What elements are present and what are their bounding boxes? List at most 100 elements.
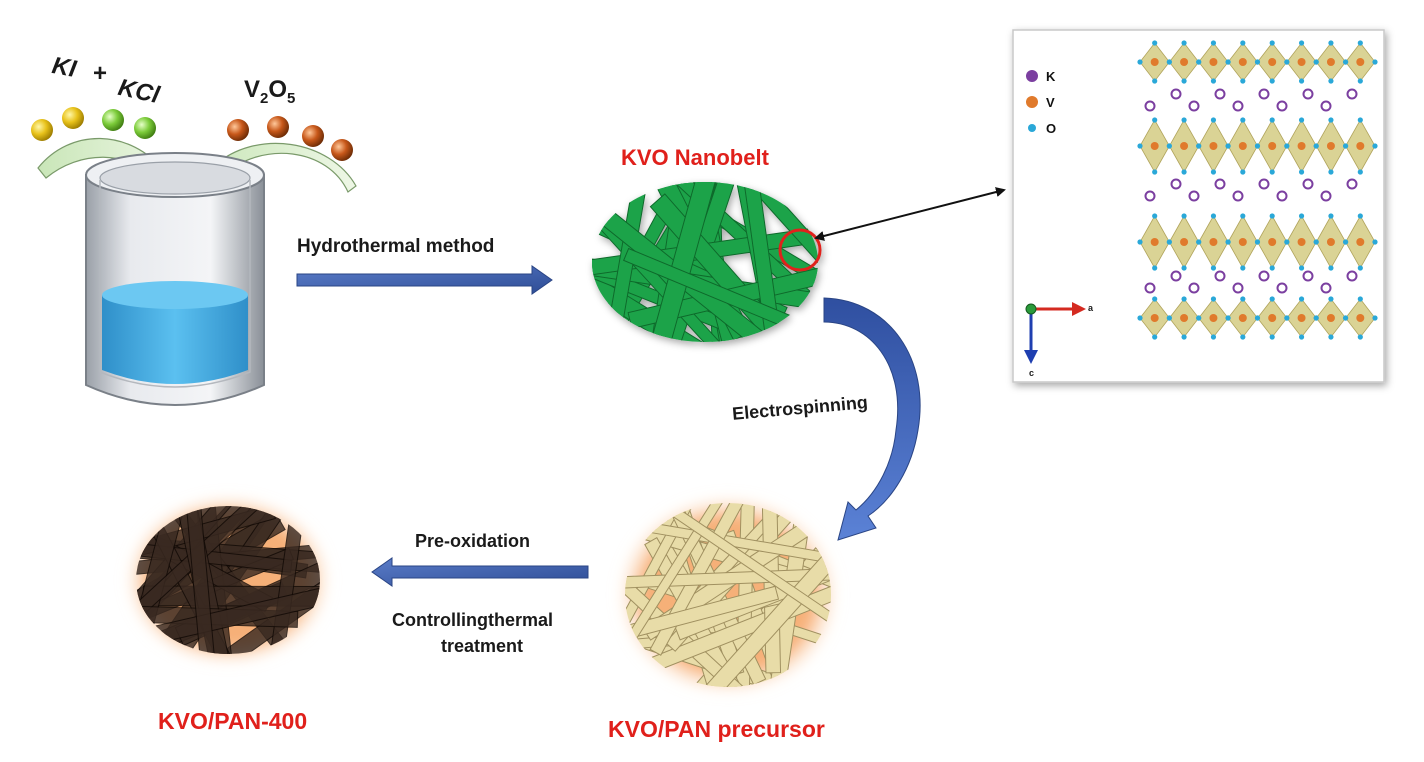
o-atom xyxy=(1343,239,1349,245)
o-atom xyxy=(1210,169,1217,175)
o-atom xyxy=(1284,59,1290,65)
k-atom xyxy=(1170,270,1182,282)
o-atom xyxy=(1372,143,1378,149)
k-atom xyxy=(1276,282,1288,294)
v-atom xyxy=(1238,238,1247,246)
k-atom xyxy=(1346,178,1358,190)
o-atom xyxy=(1357,334,1363,340)
o-atom xyxy=(1240,169,1246,175)
k-atom xyxy=(1258,88,1270,100)
o-atom xyxy=(1210,213,1217,219)
o-atom xyxy=(1152,40,1158,46)
o-atom xyxy=(1372,239,1378,245)
o-atom xyxy=(1210,78,1217,84)
kvo-pan-precursor-mesh-icon xyxy=(616,494,840,696)
o-atom xyxy=(1298,213,1305,219)
o-atom xyxy=(1328,117,1334,123)
o-atom xyxy=(1269,78,1275,84)
o-atom xyxy=(1196,239,1202,245)
reagent-v2o5-label: V2O5 xyxy=(244,76,295,107)
reagent-ki-label: KI xyxy=(49,52,79,83)
o-atom xyxy=(1181,40,1187,46)
o-atom xyxy=(1298,117,1305,123)
kcl-ball-icon xyxy=(134,117,156,139)
o-atom xyxy=(1357,169,1363,175)
k-atom xyxy=(1232,100,1244,112)
crystal-structure-panel: KVO xyxy=(1012,29,1385,383)
fiber-strand xyxy=(630,503,831,628)
o-atom xyxy=(1269,169,1275,175)
ki-ball-icon xyxy=(62,107,84,129)
o-atom xyxy=(1313,315,1319,321)
v-atom xyxy=(1238,58,1247,66)
o-atom xyxy=(1166,239,1172,245)
v-atom xyxy=(1297,314,1306,322)
o-atom xyxy=(1328,296,1334,302)
o-atom xyxy=(1225,59,1231,65)
v2o5-ball-icon xyxy=(331,139,353,161)
v2o5-ball-icon xyxy=(267,116,289,138)
reactor-beaker-icon xyxy=(37,137,357,406)
o-atom xyxy=(1240,117,1246,123)
o-atom xyxy=(1210,296,1217,302)
o-atom xyxy=(1152,334,1158,340)
o-atom xyxy=(1357,117,1363,123)
o-atom xyxy=(1357,265,1363,271)
o-atom xyxy=(1328,334,1334,340)
reagent-plus-label: + xyxy=(93,60,108,87)
o-atom xyxy=(1240,40,1246,46)
k-atom xyxy=(1258,270,1270,282)
o-atom xyxy=(1181,169,1187,175)
k-atom xyxy=(1346,88,1358,100)
o-atom xyxy=(1298,296,1305,302)
o-atom xyxy=(1225,315,1231,321)
fiber-strand xyxy=(184,506,220,654)
k-atom xyxy=(1302,270,1314,282)
o-atom xyxy=(1328,213,1334,219)
highlight-circle xyxy=(778,228,822,272)
o-atom xyxy=(1166,59,1172,65)
k-atom xyxy=(1170,178,1182,190)
o-atom xyxy=(1225,143,1231,149)
k-atom xyxy=(1188,190,1200,202)
o-atom xyxy=(1298,265,1305,271)
o-atom xyxy=(1298,169,1305,175)
kcl-ball-icon xyxy=(102,109,124,131)
o-atom xyxy=(1181,213,1187,219)
o-atom xyxy=(1166,143,1172,149)
hydrothermal-method-label: Hydrothermal method xyxy=(297,236,495,257)
o-atom xyxy=(1328,169,1334,175)
hydrothermal-arrow-icon xyxy=(296,265,553,295)
o-atom xyxy=(1152,265,1158,271)
v-atom xyxy=(1268,58,1277,66)
ki-ball-icon xyxy=(31,119,53,141)
o-atom xyxy=(1269,40,1275,46)
v-atom xyxy=(1180,142,1189,150)
o-atom xyxy=(1284,143,1290,149)
o-atom xyxy=(1137,143,1143,149)
v2o5-ball-icon xyxy=(227,119,249,141)
o-atom xyxy=(1152,169,1158,175)
o-atom xyxy=(1357,40,1363,46)
v-atom xyxy=(1297,238,1306,246)
o-atom xyxy=(1137,239,1143,245)
legend-k-swatch-icon xyxy=(1026,70,1038,82)
k-atom xyxy=(1320,282,1332,294)
k-atom xyxy=(1302,88,1314,100)
k-atom xyxy=(1170,88,1182,100)
legend-v-label: V xyxy=(1046,95,1055,110)
o-atom xyxy=(1313,59,1319,65)
o-atom xyxy=(1343,315,1349,321)
o-atom xyxy=(1254,315,1261,321)
reagent-balls xyxy=(31,107,353,161)
o-atom xyxy=(1152,296,1158,302)
o-atom xyxy=(1181,117,1187,123)
legend-v-swatch-icon xyxy=(1026,96,1038,108)
o-atom xyxy=(1284,239,1290,245)
kvo-pan-precursor-label: KVO/PAN precursor xyxy=(608,716,825,742)
o-atom xyxy=(1210,40,1217,46)
o-atom xyxy=(1343,143,1349,149)
k-atom xyxy=(1320,190,1332,202)
v-atom xyxy=(1268,314,1277,322)
kvo-nanobelt-mesh-icon xyxy=(592,182,822,342)
